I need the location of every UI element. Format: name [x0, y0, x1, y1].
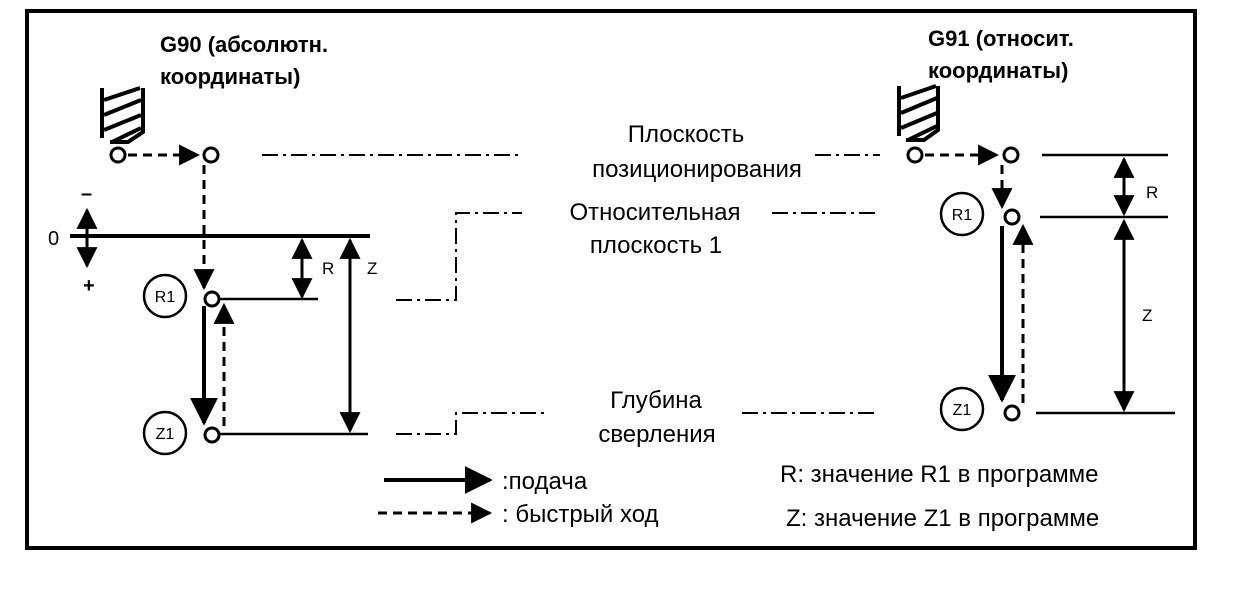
g91-z1-badge-label: Z1: [953, 402, 972, 419]
g91-r-label: R: [1146, 183, 1158, 202]
g90-r1-point: [203, 290, 221, 308]
g90-z1-badge-label: Z1: [156, 426, 175, 443]
reference-plane-label-line2: плоскость 1: [590, 232, 722, 259]
g91-z1-badge: [939, 386, 985, 432]
diagram-frame: [25, 9, 1197, 550]
g90-r1-badge: [142, 273, 188, 319]
g90-r-label: R: [322, 259, 334, 278]
g91-drill-icon: [897, 84, 940, 142]
g91-title-line2: координаты): [928, 58, 1068, 83]
g90-r1-badge-label: R1: [155, 289, 176, 306]
g91-title-line1: G91 (относит.: [928, 26, 1074, 51]
axis-minus-label: –: [81, 183, 92, 205]
g91-start-point: [906, 146, 924, 164]
legend-rapid-label: : быстрый ход: [502, 501, 659, 528]
axis-plus-label: +: [83, 275, 95, 297]
reference-plane-leader-left: [396, 212, 522, 301]
positioning-plane-label-line2: позиционирования: [592, 156, 802, 183]
axis-zero-label: 0: [48, 228, 59, 250]
legend-feed-label: :подача: [502, 468, 588, 495]
depth-plane-label-line1: Глубина: [610, 387, 702, 414]
g90-z1-badge: [142, 410, 188, 456]
g91-z1-point: [1003, 404, 1021, 422]
depth-plane-label-line2: сверления: [598, 421, 715, 448]
g90-z-label: Z: [367, 259, 377, 278]
legend-r-note: R: значение R1 в программе: [780, 461, 1099, 488]
g90-z1-point: [203, 426, 221, 444]
g91-r1-badge-label: R1: [952, 207, 973, 224]
g91-z-label: Z: [1142, 306, 1152, 325]
g91-r1-point: [1003, 208, 1021, 226]
g90-title-line2: координаты): [160, 64, 300, 89]
legend-z-note: Z: значение Z1 в программе: [786, 505, 1099, 532]
g90-initial-point: [202, 146, 220, 164]
g91-initial-point: [1002, 146, 1020, 164]
g91-r1-badge: [939, 191, 985, 237]
depth-plane-leader-left: [396, 412, 548, 435]
positioning-plane-label-line1: Плоскость: [628, 121, 744, 148]
reference-plane-label-line1: Относительная: [569, 199, 740, 226]
g90-start-point: [109, 146, 127, 164]
g90-drill-icon: [100, 86, 145, 144]
g90-title-line1: G90 (абсолютн.: [160, 32, 328, 57]
